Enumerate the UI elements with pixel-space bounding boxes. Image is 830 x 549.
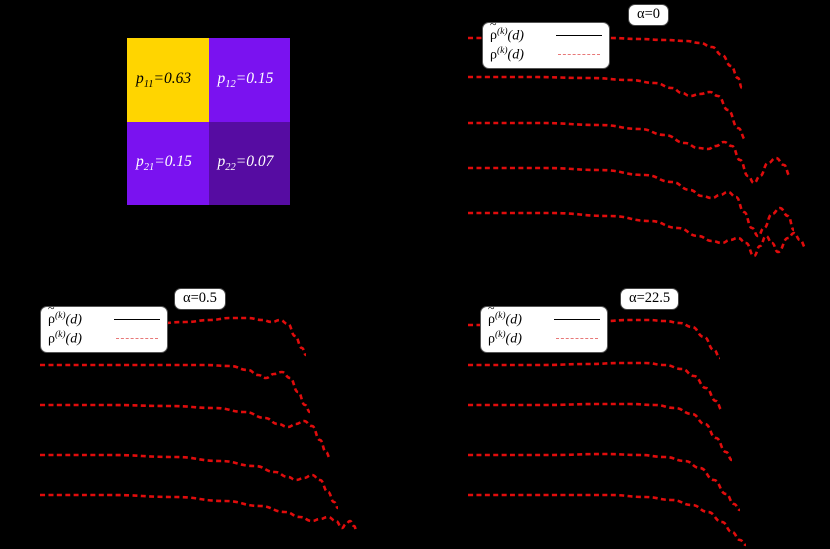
matrix-cell-p21: p21=0.15 bbox=[127, 121, 209, 205]
curve-rho-k4 bbox=[468, 166, 795, 238]
legend-row-rho: ρ(k)(d) bbox=[488, 329, 600, 348]
alpha-tag-alpha-0: α=0 bbox=[628, 4, 670, 26]
legend-label-rho-tilde: ρ(k)(d) bbox=[48, 301, 110, 329]
legend-row-rho: ρ(k)(d) bbox=[48, 329, 160, 348]
curve-rho-k2 bbox=[40, 363, 311, 414]
curve-legend-alpha-0: ρ(k)(d)ρ(k)(d) bbox=[482, 17, 610, 69]
curve-rho-tilde-k4 bbox=[468, 166, 795, 238]
curve-rho-k2 bbox=[468, 361, 723, 412]
legend-label-rho-tilde: ρ(k)(d) bbox=[488, 301, 550, 329]
curve-rho-k4 bbox=[467, 452, 741, 512]
matrix-cell-p11: p11=0.63 bbox=[127, 38, 209, 122]
matrix-cell-label-p12: p12=0.15 bbox=[217, 69, 274, 90]
legend-key-solid-line bbox=[554, 314, 600, 326]
alpha-tag-alpha-0p5: α=0.5 bbox=[174, 288, 226, 310]
curve-rho-k2 bbox=[467, 75, 747, 142]
legend-row-rho-tilde: ρ(k)(d) bbox=[48, 301, 160, 329]
legend-label-rho-tilde: ρ(k)(d) bbox=[490, 17, 552, 45]
curve-legend-alpha-0p5: ρ(k)(d)ρ(k)(d) bbox=[40, 301, 168, 353]
legend-key-solid-line bbox=[556, 30, 602, 42]
legend-key-dashed-line bbox=[556, 49, 602, 61]
legend-label-rho: ρ(k)(d) bbox=[488, 329, 522, 347]
curve-rho-tilde-k3 bbox=[40, 403, 331, 460]
curve-rho-k5 bbox=[40, 493, 358, 534]
matrix-cell-label-p11: p11=0.63 bbox=[136, 69, 192, 90]
curve-rho-k5 bbox=[468, 211, 807, 258]
matrix-cell-label-p21: p21=0.15 bbox=[136, 153, 192, 174]
probability-matrix: p11=0.63 p12=0.15 p21=0.15 p22=0.07 bbox=[127, 38, 290, 205]
matrix-cell-p12: p12=0.15 bbox=[208, 38, 290, 122]
legend-row-rho: ρ(k)(d) bbox=[490, 45, 602, 64]
curve-legend-alpha-22p5: ρ(k)(d)ρ(k)(d) bbox=[480, 301, 608, 353]
curve-rho-tilde-k5 bbox=[40, 493, 358, 534]
curve-rho-k5 bbox=[468, 493, 747, 547]
curve-rho-tilde-k2 bbox=[468, 361, 723, 412]
curve-rho-tilde-k3 bbox=[468, 402, 733, 462]
legend-key-solid-line bbox=[114, 314, 160, 326]
legend-label-rho: ρ(k)(d) bbox=[48, 329, 82, 347]
legend-key-dashed-line bbox=[554, 333, 600, 345]
alpha-tag-alpha-22p5: α=22.5 bbox=[620, 288, 680, 310]
matrix-cell-label-p22: p22=0.07 bbox=[217, 153, 274, 174]
curve-rho-k3 bbox=[467, 121, 791, 185]
legend-row-rho-tilde: ρ(k)(d) bbox=[488, 301, 600, 329]
curve-rho-k4 bbox=[39, 453, 339, 510]
curve-rho-tilde-k4 bbox=[467, 452, 741, 512]
legend-label-rho: ρ(k)(d) bbox=[490, 45, 524, 63]
curve-rho-tilde-k3 bbox=[467, 121, 791, 185]
curve-rho-tilde-k4 bbox=[39, 453, 339, 510]
curve-rho-k3 bbox=[40, 403, 331, 460]
matrix-cell-p22: p22=0.07 bbox=[208, 121, 290, 205]
legend-row-rho-tilde: ρ(k)(d) bbox=[490, 17, 602, 45]
curve-rho-tilde-k2 bbox=[40, 363, 311, 414]
curve-rho-k3 bbox=[468, 402, 733, 462]
curve-rho-tilde-k5 bbox=[468, 211, 807, 258]
curve-rho-tilde-k2 bbox=[467, 75, 747, 142]
legend-key-dashed-line bbox=[114, 333, 160, 345]
curve-rho-tilde-k5 bbox=[468, 493, 747, 547]
